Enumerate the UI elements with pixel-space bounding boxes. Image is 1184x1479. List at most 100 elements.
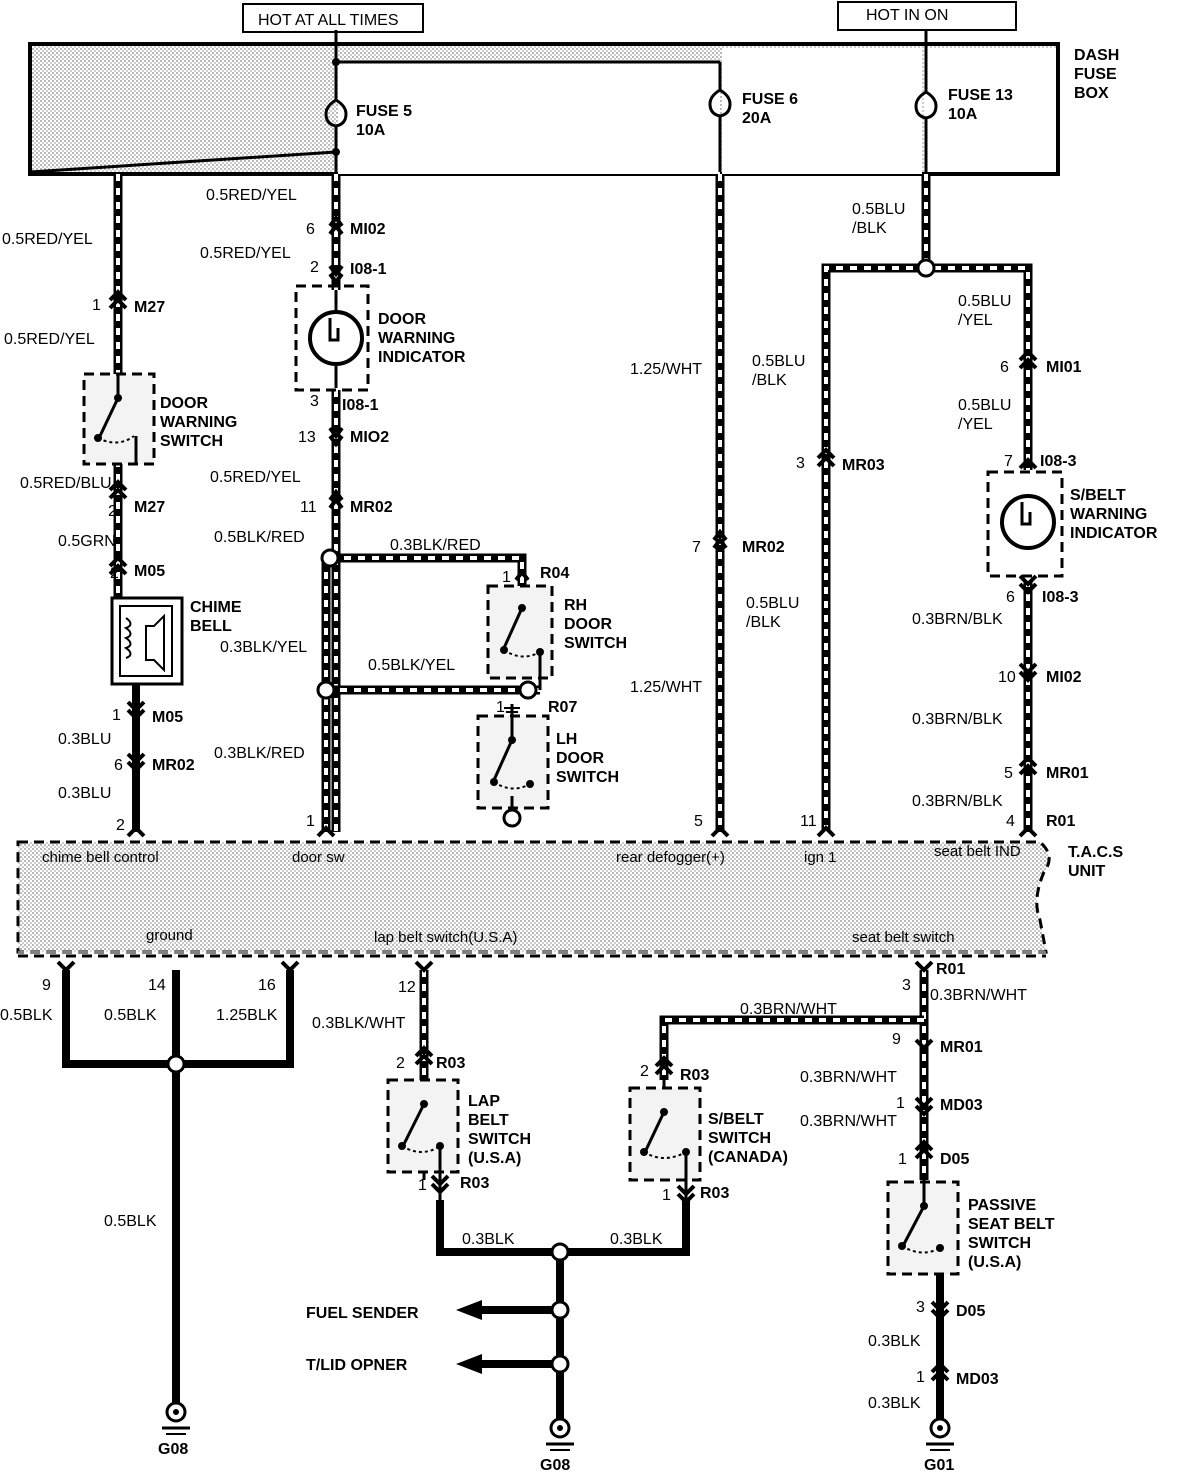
svg-text:0.5BLU: 0.5BLU — [852, 201, 905, 218]
svg-text:0.5BLU: 0.5BLU — [958, 397, 1011, 414]
svg-text:I08-1: I08-1 — [342, 397, 379, 414]
fuse-13-rating: 10A — [948, 106, 978, 123]
svg-text:9: 9 — [892, 1031, 901, 1048]
svg-text:R03: R03 — [460, 1175, 489, 1192]
svg-text:0.3BLK: 0.3BLK — [610, 1231, 663, 1248]
svg-text:2: 2 — [110, 565, 119, 582]
svg-text:M27: M27 — [134, 499, 165, 516]
svg-text:0.5BLU: 0.5BLU — [752, 353, 805, 370]
svg-text:G08: G08 — [158, 1441, 188, 1458]
hot-in-on-box: HOT IN ON — [837, 1, 1017, 31]
svg-text:6: 6 — [114, 757, 123, 774]
svg-text:2: 2 — [108, 503, 117, 520]
svg-text:SWITCH: SWITCH — [564, 635, 627, 652]
fuse-6-label: FUSE 6 — [742, 91, 798, 108]
svg-text:6: 6 — [1000, 359, 1009, 376]
terminal-door-sw: door sw — [292, 849, 345, 866]
svg-text:/BLK: /BLK — [752, 372, 787, 389]
terminal-seat-belt-switch: seat belt switch — [852, 929, 955, 946]
svg-text:0.3BRN/BLK: 0.3BRN/BLK — [912, 611, 1003, 628]
svg-text:SWITCH: SWITCH — [556, 769, 619, 786]
ground-g01: G01 — [924, 1417, 954, 1474]
svg-text:R03: R03 — [700, 1185, 729, 1202]
fuel-sender-label: FUEL SENDER — [306, 1305, 419, 1322]
svg-text:D05: D05 — [956, 1303, 985, 1320]
svg-text:/BLK: /BLK — [852, 220, 887, 237]
svg-text:BELT: BELT — [468, 1112, 509, 1129]
fuse-13-label: FUSE 13 — [948, 87, 1013, 104]
sbelt-switch-canada: S/BELT SWITCH (CANADA) — [628, 1086, 788, 1200]
wire-labels: 0.5RED/YEL 0.5RED/YEL 0.5RED/YEL 0.5RED/… — [0, 187, 1027, 1412]
svg-text:3: 3 — [916, 1299, 925, 1316]
svg-text:0.5BLK: 0.5BLK — [104, 1213, 157, 1230]
svg-text:I08-3: I08-3 — [1042, 589, 1079, 606]
svg-text:R01: R01 — [936, 961, 965, 978]
lap-belt-switch: LAP BELT SWITCH (U.S.A) — [386, 1078, 531, 1200]
svg-text:0.5BLK: 0.5BLK — [104, 1007, 157, 1024]
svg-text:0.3BRN/WHT: 0.3BRN/WHT — [740, 1001, 837, 1018]
ground-g08-center: G08 — [540, 1417, 574, 1474]
svg-text:DOOR: DOOR — [160, 395, 208, 412]
svg-text:MD03: MD03 — [940, 1097, 983, 1114]
svg-text:2: 2 — [116, 817, 125, 834]
switch-icon — [502, 607, 524, 649]
svg-text:RH: RH — [564, 597, 587, 614]
svg-text:MR02: MR02 — [350, 499, 393, 516]
svg-text:7: 7 — [1004, 453, 1013, 470]
svg-text:G08: G08 — [540, 1457, 570, 1474]
svg-text:6: 6 — [306, 221, 315, 238]
sbelt-warning-indicator: S/BELT WARNING INDICATOR — [986, 470, 1158, 578]
svg-text:0.5BLU: 0.5BLU — [746, 595, 799, 612]
output-arrows: FUEL SENDER T/LID OPNER — [306, 1300, 552, 1374]
svg-text:3: 3 — [310, 393, 319, 410]
svg-text:5: 5 — [1004, 765, 1013, 782]
tacs-unit-label: T.A.C.S — [1068, 844, 1123, 861]
switch-icon — [98, 397, 120, 437]
hot-in-on-label: HOT IN ON — [866, 7, 948, 24]
terminal-lap-belt-switch: lap belt switch(U.S.A) — [374, 929, 517, 946]
svg-text:LH: LH — [556, 731, 577, 748]
svg-text:1.25BLK: 1.25BLK — [216, 1007, 278, 1024]
svg-text:3: 3 — [796, 455, 805, 472]
svg-text:9: 9 — [42, 977, 51, 994]
svg-text:WARNING: WARNING — [1070, 506, 1147, 523]
svg-text:MI01: MI01 — [1046, 359, 1082, 376]
svg-text:0.3BRN/BLK: 0.3BRN/BLK — [912, 793, 1003, 810]
svg-text:1: 1 — [896, 1095, 905, 1112]
svg-text:MD03: MD03 — [956, 1371, 999, 1388]
svg-text:3: 3 — [902, 977, 911, 994]
rh-door-switch: RH DOOR SWITCH — [486, 584, 627, 690]
svg-text:0.3BLK/RED: 0.3BLK/RED — [214, 745, 305, 762]
dash-fuse-box-label-2: FUSE — [1074, 66, 1117, 83]
svg-text:R07: R07 — [548, 699, 577, 716]
speaker-icon — [145, 613, 165, 673]
svg-text:SEAT BELT: SEAT BELT — [968, 1216, 1055, 1233]
svg-text:M05: M05 — [134, 563, 165, 580]
svg-text:SWITCH: SWITCH — [968, 1235, 1031, 1252]
svg-text:6: 6 — [1006, 589, 1015, 606]
svg-text:MR02: MR02 — [742, 539, 785, 556]
svg-text:S/BELT: S/BELT — [1070, 487, 1126, 504]
svg-text:1: 1 — [662, 1187, 671, 1204]
svg-text:R01: R01 — [1046, 813, 1075, 830]
svg-text:2: 2 — [310, 259, 319, 276]
svg-text:(U.S.A): (U.S.A) — [468, 1150, 521, 1167]
switch-icon — [402, 1103, 426, 1145]
svg-text:/YEL: /YEL — [958, 416, 993, 433]
door-warning-switch: DOOR WARNING SWITCH — [82, 372, 237, 466]
ground-g08-left: G08 — [158, 1401, 190, 1458]
ground-point-icon — [502, 808, 522, 828]
svg-text:MR02: MR02 — [152, 757, 195, 774]
door-warning-indicator: DOOR WARNING INDICATOR — [294, 284, 466, 392]
svg-text:1: 1 — [502, 569, 511, 586]
svg-text:WARNING: WARNING — [160, 414, 237, 431]
svg-text:16: 16 — [258, 977, 276, 994]
svg-text:M05: M05 — [152, 709, 183, 726]
splice-points — [166, 258, 936, 1374]
svg-text:/BLK: /BLK — [746, 614, 781, 631]
svg-text:R03: R03 — [436, 1055, 465, 1072]
svg-text:M27: M27 — [134, 299, 165, 316]
svg-text:MI02: MI02 — [350, 221, 386, 238]
terminal-seat-belt-ind: seat belt IND — [934, 843, 1021, 860]
svg-text:/YEL: /YEL — [958, 312, 993, 329]
